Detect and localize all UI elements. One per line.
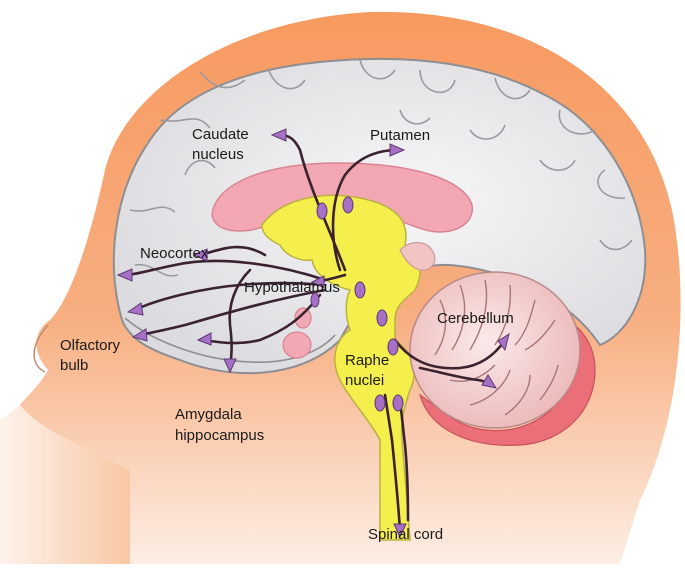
face-shading xyxy=(0,405,130,564)
cerebellum-rim xyxy=(418,314,596,446)
label-cerebellum: Cerebellum xyxy=(437,310,514,327)
label-caudate-line1: Caudate xyxy=(192,126,249,143)
mammillary-body xyxy=(294,307,312,329)
temporal-lobe xyxy=(124,317,336,363)
label-spinal-cord: Spinal cord xyxy=(368,526,444,543)
label-caudate-line2: nucleus xyxy=(192,146,244,163)
label-raphe-line1: Raphe xyxy=(345,352,390,369)
brainstem-and-spinal-cord xyxy=(261,194,421,541)
face-profile-line xyxy=(33,324,49,373)
label-amygdala-line2: hippocampus xyxy=(175,427,265,444)
label-hypothalamus: Hypothalamus xyxy=(244,279,340,296)
label-neocortex: Neocortex xyxy=(140,245,209,262)
label-olfactory-line1: Olfactory xyxy=(60,337,121,354)
cerebellum xyxy=(409,271,581,429)
label-amygdala-line1: Amygdala xyxy=(175,406,242,423)
label-olfactory-line2: bulb xyxy=(60,357,89,374)
label-raphe-line2: nuclei xyxy=(345,372,385,389)
cortex-gyri xyxy=(129,59,633,277)
raphe-nuclei-cells xyxy=(310,196,404,412)
fornix-pink xyxy=(399,241,436,271)
pathway-arrowheads xyxy=(116,128,510,539)
label-putamen: Putamen xyxy=(370,127,431,144)
pituitary xyxy=(282,331,312,359)
serotonergic-pathways xyxy=(123,133,507,532)
